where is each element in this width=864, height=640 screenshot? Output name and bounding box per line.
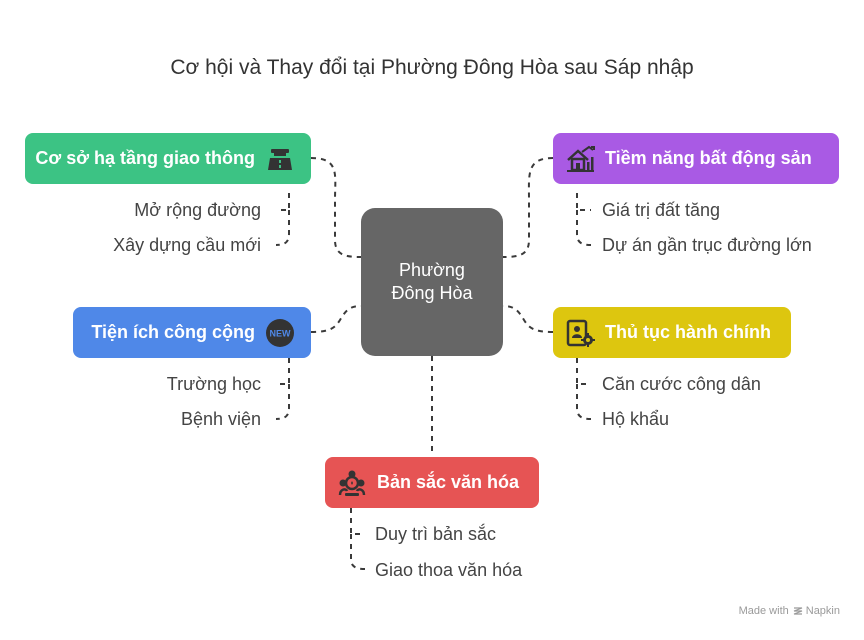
- item-culture-1: Duy trì bản sắc: [375, 524, 497, 544]
- new-badge-text: NEW: [270, 328, 292, 338]
- connector-transport-item-1: [276, 193, 290, 211]
- branch-culture[interactable]: Bản sắc văn hóa: [325, 457, 539, 508]
- connector-transport: [310, 157, 362, 258]
- connector-transport-item-2: [275, 210, 290, 246]
- item-transport-1: Mở rộng đường: [134, 200, 261, 220]
- branch-realestate-label: Tiềm năng bất động sản: [605, 148, 812, 168]
- item-realestate-1: Giá trị đất tăng: [602, 200, 721, 220]
- center-node[interactable]: Phường Đông Hòa: [361, 208, 503, 356]
- connector-utilities: [310, 305, 362, 333]
- connector-realestate: [502, 157, 554, 258]
- item-admin-1: Căn cước công dân: [602, 374, 761, 394]
- made-with-footer[interactable]: Made with Napkin: [739, 605, 840, 617]
- item-utilities-2: Bệnh viện: [180, 409, 261, 429]
- connector-utilities-item-1: [276, 358, 290, 385]
- item-culture-2: Giao thoa văn hóa: [375, 560, 523, 580]
- item-realestate-2: Dự án gần trục đường lớn: [602, 235, 812, 255]
- community-icon: [338, 470, 366, 496]
- connector-culture-item-1: [350, 508, 365, 535]
- item-admin-2: Hộ khẩu: [602, 409, 670, 429]
- made-with-label: Made with: [738, 605, 789, 617]
- napkin-brand-label: Napkin: [805, 605, 840, 617]
- house-chart-icon: [567, 145, 595, 172]
- branch-culture-label: Bản sắc văn hóa: [377, 472, 520, 492]
- diagram-title: Cơ hội và Thay đổi tại Phường Đông Hòa s…: [170, 56, 694, 79]
- road-icon: [268, 148, 292, 170]
- branch-transport[interactable]: Cơ sở hạ tầng giao thông: [25, 133, 311, 184]
- branch-utilities[interactable]: Tiện ích công cộng NEW: [73, 307, 311, 358]
- branch-admin[interactable]: Thủ tục hành chính: [553, 307, 791, 358]
- connector-utilities-item-2: [275, 384, 290, 420]
- connector-admin-item-1: [576, 358, 591, 385]
- napkin-logo-icon: [793, 607, 802, 615]
- connector-realestate-item-2: [576, 210, 592, 246]
- branch-admin-label: Thủ tục hành chính: [605, 322, 771, 342]
- branch-transport-label: Cơ sở hạ tầng giao thông: [35, 148, 255, 168]
- connector-realestate-item-1: [576, 193, 591, 211]
- new-badge-icon: NEW: [266, 318, 294, 347]
- item-utilities-1: Trường học: [166, 374, 261, 394]
- id-card-gear-icon: [566, 319, 595, 347]
- branch-realestate[interactable]: Tiềm năng bất động sản: [553, 133, 839, 184]
- center-node-label: Phường Đông Hòa: [391, 260, 473, 303]
- connector-admin: [502, 305, 554, 333]
- connector-culture-item-2: [350, 534, 366, 570]
- item-transport-2: Xây dựng cầu mới: [113, 235, 261, 255]
- branch-utilities-label: Tiện ích công cộng: [91, 322, 255, 342]
- connector-admin-item-2: [576, 384, 592, 420]
